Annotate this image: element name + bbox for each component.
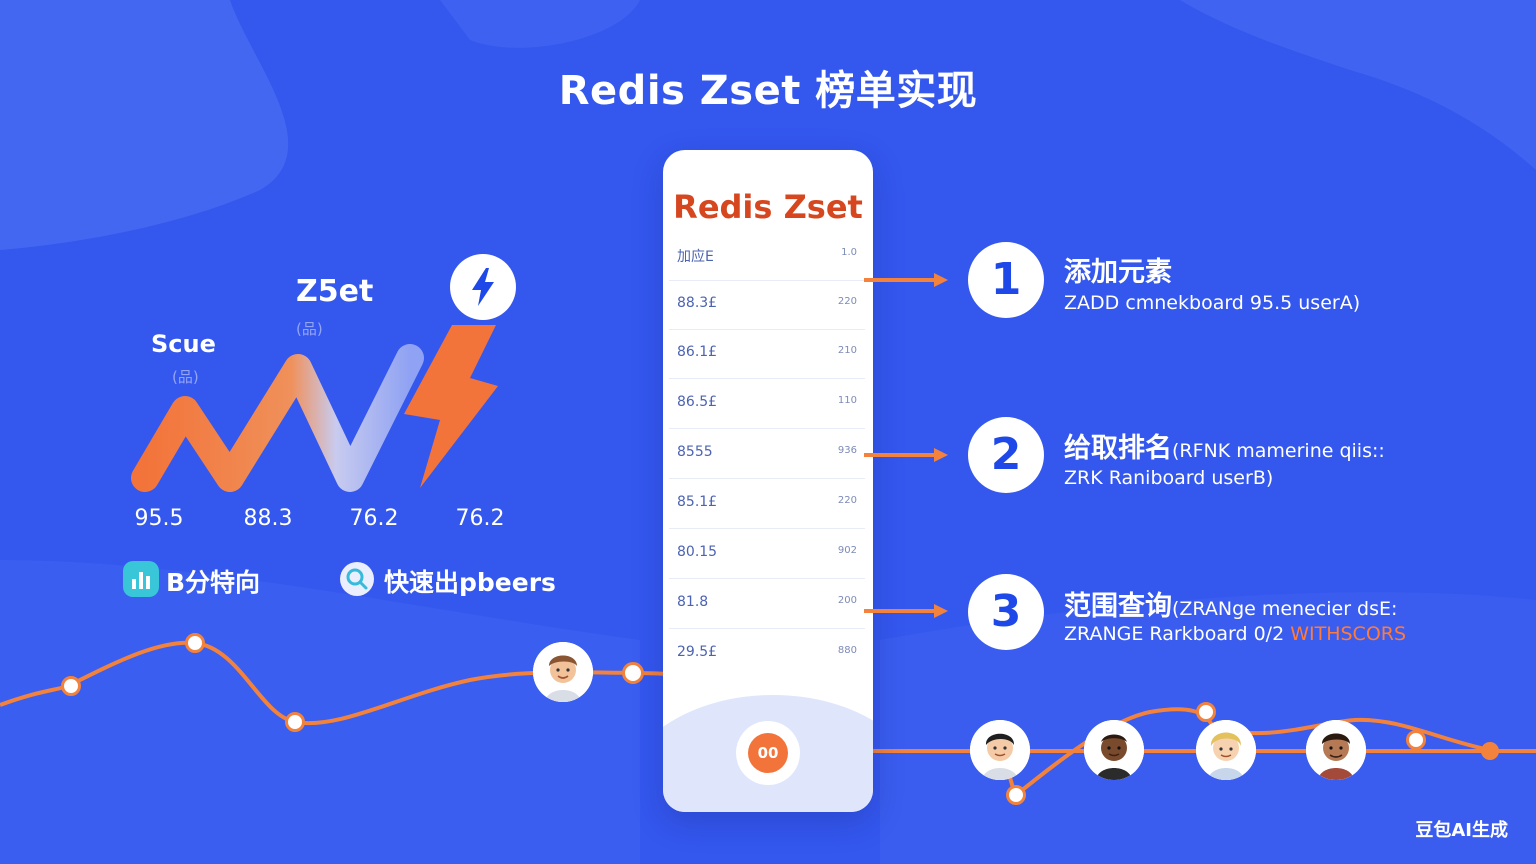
member-value: 88.3£ bbox=[677, 295, 718, 311]
user-avatar bbox=[1306, 720, 1366, 780]
score-label: Scue bbox=[151, 330, 216, 358]
arrow-right-icon bbox=[864, 273, 948, 287]
table-row: 81.8 200 bbox=[669, 579, 865, 629]
step-number: 1 bbox=[968, 242, 1044, 318]
chart-title-sub: (品) bbox=[296, 320, 323, 338]
member-value: 29.5£ bbox=[677, 644, 718, 660]
step-title-text: 给取排名 bbox=[1064, 433, 1172, 464]
score-cell: 902 bbox=[837, 545, 857, 556]
step-command: ZRANGE Rarkboard 0/2 WITHSCORS bbox=[1064, 623, 1406, 645]
timeline-node bbox=[1196, 702, 1216, 722]
step-number: 2 bbox=[968, 417, 1044, 493]
step-title-suffix: (RFNK mamerine qiis:: bbox=[1172, 440, 1385, 462]
feature-label: 快速出pbeers bbox=[384, 568, 556, 597]
table-row: 加应E 1.0 bbox=[669, 231, 865, 281]
score-cell: 220 bbox=[837, 296, 857, 307]
score-cell: 220 bbox=[837, 495, 857, 506]
table-row: 88.3£ 220 bbox=[669, 280, 865, 330]
lightning-icon bbox=[450, 254, 516, 320]
step-command: ZRK Raniboard userB) bbox=[1064, 467, 1274, 489]
table-row: 29.5£ 880 bbox=[669, 629, 865, 678]
table-row: 85.1£ 220 bbox=[669, 479, 865, 529]
zset-card: Redis Zset 加应E 1.0 88.3£ 220 86.1£ 210 8… bbox=[663, 150, 873, 812]
member-value: 86.5£ bbox=[677, 394, 718, 410]
member-value: 加应E bbox=[677, 249, 714, 265]
score-cell: 210 bbox=[837, 345, 857, 356]
score-value: 76.2 bbox=[455, 506, 505, 531]
score-cell: 880 bbox=[837, 645, 857, 656]
score-value: 95.5 bbox=[134, 506, 184, 531]
page-title: Redis Zset 榜单实现 bbox=[558, 68, 978, 114]
step-command-text: ZRANGE Rarkboard 0/2 bbox=[1064, 623, 1291, 645]
score-cell: 936 bbox=[837, 445, 857, 456]
chart-badge-icon bbox=[123, 561, 159, 597]
member-value: 81.8 bbox=[677, 594, 709, 610]
lightning-bolt-shape bbox=[404, 325, 498, 488]
arrow-right-icon bbox=[864, 604, 948, 618]
score-label-sub: (品) bbox=[172, 368, 199, 386]
timeline-node bbox=[185, 633, 205, 653]
table-row: 86.5£ 110 bbox=[669, 379, 865, 429]
chart-title: Z5et bbox=[296, 274, 374, 309]
search-badge-icon bbox=[340, 562, 374, 596]
step-title: 添加元素 bbox=[1064, 250, 1172, 289]
timeline-node bbox=[285, 712, 305, 732]
step-command-accent: WITHSCORS bbox=[1290, 623, 1407, 645]
score-cell: 200 bbox=[837, 595, 857, 606]
member-value: 8555 bbox=[677, 444, 713, 460]
feature-label: B分特向 bbox=[166, 568, 261, 597]
score-cell: 1.0 bbox=[841, 247, 857, 258]
center-node-label: 00 bbox=[748, 733, 788, 773]
score-cell: 110 bbox=[837, 395, 857, 406]
zigzag-line bbox=[131, 344, 424, 492]
timeline-node bbox=[61, 676, 81, 696]
score-value: 76.2 bbox=[349, 506, 399, 531]
score-value: 88.3 bbox=[243, 506, 293, 531]
user-avatar bbox=[1196, 720, 1256, 780]
arrow-right-icon bbox=[864, 448, 948, 462]
user-avatar bbox=[1084, 720, 1144, 780]
member-value: 80.15 bbox=[677, 544, 718, 560]
user-avatar bbox=[533, 642, 593, 702]
step-title-suffix: (ZRANge menecier dsE: bbox=[1172, 598, 1398, 620]
member-value: 85.1£ bbox=[677, 494, 718, 510]
step-title-text: 添加元素 bbox=[1064, 257, 1172, 288]
center-node: 00 bbox=[736, 721, 800, 785]
timeline-node bbox=[1406, 730, 1426, 750]
step-title: 范围查询(ZRANge menecier dsE: bbox=[1064, 584, 1397, 623]
step-number: 3 bbox=[968, 574, 1044, 650]
user-avatar bbox=[970, 720, 1030, 780]
table-row: 80.15 902 bbox=[669, 529, 865, 579]
watermark: 豆包AI生成 bbox=[1415, 820, 1508, 841]
timeline-node bbox=[622, 662, 644, 684]
step-title: 给取排名(RFNK mamerine qiis:: bbox=[1064, 426, 1385, 465]
card-title: Redis Zset bbox=[673, 188, 863, 226]
timeline-node bbox=[1006, 785, 1026, 805]
step-title-text: 范围查询 bbox=[1064, 591, 1172, 622]
table-row: 86.1£ 210 bbox=[669, 329, 865, 379]
table-row: 8555 936 bbox=[669, 429, 865, 479]
timeline-node bbox=[1481, 742, 1499, 760]
step-command: ZADD cmnekboard 95.5 userA) bbox=[1064, 292, 1361, 314]
member-value: 86.1£ bbox=[677, 344, 718, 360]
